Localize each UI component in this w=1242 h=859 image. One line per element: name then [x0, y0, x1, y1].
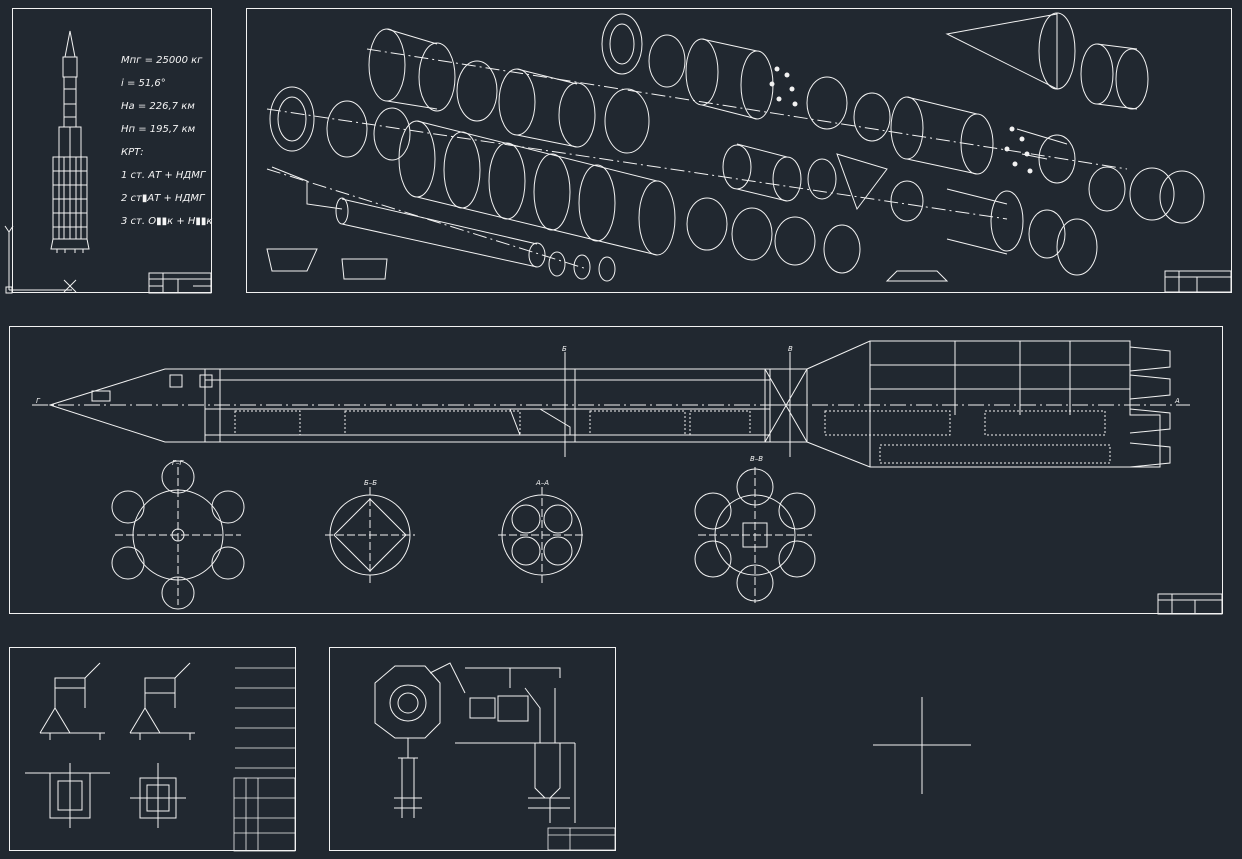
- ucs-icon: [4, 225, 77, 294]
- spec-stage2: 2 ст▮АТ + НДМГ: [121, 193, 205, 204]
- section-title-v: В–В: [750, 455, 763, 463]
- longitudinal-section-drawing: Г Б В А Г–Г Б–Б А–А В–В: [32, 340, 1223, 615]
- spec-inclination: i = 51,6°: [121, 78, 166, 89]
- title-block: [547, 827, 616, 851]
- section-title-a: А–А: [535, 479, 549, 487]
- section-mark-b: Б: [562, 345, 567, 353]
- drawing-sheet-exploded-view[interactable]: [246, 8, 1232, 293]
- section-title-b: Б–Б: [364, 479, 377, 487]
- section-mark-g: Г: [36, 397, 41, 405]
- pipeline-drawings: [374, 662, 616, 851]
- title-block: [1164, 270, 1232, 293]
- section-view-a: [498, 487, 586, 583]
- title-block: [148, 272, 212, 294]
- spec-propellants-heading: КРТ:: [121, 147, 144, 158]
- crosshair-cursor-icon: [873, 697, 971, 794]
- rocket-side-view: [50, 30, 212, 294]
- spec-stage1: 1 ст. АТ + НДМГ: [121, 170, 206, 181]
- spec-apogee: Ha = 226,7 км: [121, 101, 195, 112]
- spec-perigee: Hп = 195,7 км: [121, 124, 196, 135]
- drawing-sheet-general-view[interactable]: Мпг = 25000 кг i = 51,6° Ha = 226,7 км H…: [12, 8, 213, 294]
- spec-payload-mass: Мпг = 25000 кг: [121, 55, 203, 66]
- drawing-sheet-pipeline[interactable]: [329, 647, 616, 851]
- section-title-g: Г–Г: [172, 459, 184, 467]
- section-view-v: [694, 467, 816, 603]
- section-mark-a: А: [1174, 397, 1180, 405]
- section-view-b: [325, 487, 415, 583]
- section-mark-v: В: [788, 345, 793, 353]
- section-view-g: [111, 460, 245, 610]
- drawing-sheet-fixtures[interactable]: [9, 647, 296, 852]
- drawing-sheet-longitudinal-section[interactable]: Г Б В А Г–Г Б–Б А–А В–В: [9, 326, 1223, 615]
- spec-stage3: 3 ст. О▮▮к + Н▮▮к: [121, 216, 213, 227]
- fixture-drawings: [25, 662, 296, 852]
- exploded-assembly-drawing: [266, 12, 1232, 293]
